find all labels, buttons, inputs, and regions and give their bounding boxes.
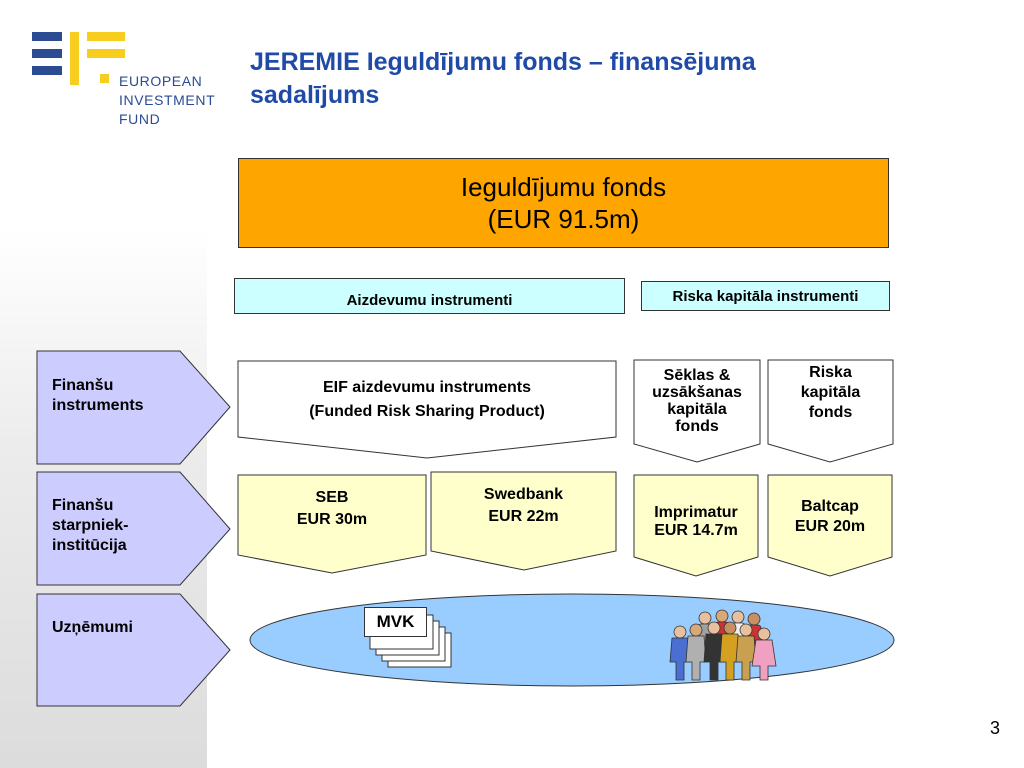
row-label-financial-instruments: Finanšu instruments xyxy=(52,376,144,416)
swedbank-text: Swedbank EUR 22m xyxy=(431,484,616,528)
row-label-enterprises: Uzņēmumi xyxy=(52,618,133,638)
seb-amount: EUR 30m xyxy=(296,511,368,528)
risk-fund-line: kapitāla xyxy=(800,384,861,401)
seb-text: SEB EUR 30m xyxy=(238,487,426,531)
people-group-icon xyxy=(669,609,777,681)
logo-text: EUROPEAN INVESTMENT FUND xyxy=(119,72,215,129)
row-label-line: instruments xyxy=(52,397,144,414)
imprimatur-shape xyxy=(633,474,759,577)
row-financial-instruments-shape xyxy=(36,350,231,465)
seed-fund-shape xyxy=(633,359,761,463)
seed-fund-line: Sēklas & xyxy=(663,367,731,384)
imprimatur-amount: EUR 14.7m xyxy=(654,522,738,539)
baltcap-amount: EUR 20m xyxy=(794,518,866,535)
seb-name: SEB xyxy=(315,489,349,506)
logo-line-2: INVESTMENT xyxy=(119,92,216,108)
eif-instrument-text: EIF aizdevumu instruments (Funded Risk S… xyxy=(238,376,616,424)
eif-logo-mark xyxy=(32,32,125,85)
baltcap-name: Baltcap xyxy=(801,498,859,515)
eif-logo xyxy=(32,32,232,142)
risk-fund-line: fonds xyxy=(808,404,853,421)
risk-fund-line: Riska xyxy=(809,364,852,381)
seed-fund-line: fonds xyxy=(675,418,719,435)
loan-instruments-label: Aizdevumu instrumenti xyxy=(346,292,513,309)
seb-shape xyxy=(237,474,427,574)
fund-name: Ieguldījumu fonds xyxy=(460,172,667,202)
risk-capital-instruments-box: Riska kapitāla instrumenti xyxy=(641,281,890,311)
page-number: 3 xyxy=(990,718,1001,738)
imprimatur-name: Imprimatur xyxy=(654,504,738,521)
mvk-label: MVK xyxy=(376,612,415,631)
swedbank-name: Swedbank xyxy=(483,486,564,503)
swedbank-shape xyxy=(430,471,617,571)
row-label-line: starpniek- xyxy=(52,517,129,534)
row-label-line: Uzņēmumi xyxy=(52,619,133,636)
eif-instrument-line: EIF aizdevumu instruments xyxy=(322,379,532,396)
row-label-line: Finanšu xyxy=(52,497,114,514)
imprimatur-text: Imprimatur EUR 14.7m xyxy=(634,504,758,540)
logo-line-1: EUROPEAN xyxy=(119,73,203,89)
seed-fund-line: kapitāla xyxy=(667,401,727,418)
risk-fund-text: Riska kapitāla fonds xyxy=(768,363,893,423)
enterprises-ellipse xyxy=(249,593,895,687)
swedbank-amount: EUR 22m xyxy=(488,508,559,525)
eif-instrument-line: (Funded Risk Sharing Product) xyxy=(309,403,545,420)
row-label-intermediaries: Finanšu starpniek- institūcija xyxy=(52,496,128,556)
fund-amount: (EUR 91.5m) xyxy=(487,204,640,234)
title-line-2: sadalījums xyxy=(250,81,380,109)
row-label-line: Finanšu xyxy=(52,377,114,394)
baltcap-shape xyxy=(767,474,893,577)
title-line-1: JEREMIE Ieguldījumu fonds – finansējuma xyxy=(250,48,756,76)
seed-fund-text: Sēklas & uzsākšanas kapitāla fonds xyxy=(634,367,760,435)
page-title: JEREMIE Ieguldījumu fonds – finansējuma … xyxy=(250,46,950,112)
mvk-label-box: MVK xyxy=(364,607,427,637)
risk-fund-shape xyxy=(767,359,894,463)
row-intermediaries-shape xyxy=(36,471,231,586)
investment-fund-box: Ieguldījumu fonds (EUR 91.5m) xyxy=(238,158,889,248)
baltcap-text: Baltcap EUR 20m xyxy=(768,497,892,537)
loan-instruments-box: Aizdevumu instrumenti xyxy=(234,278,625,314)
row-label-line: institūcija xyxy=(52,537,127,554)
logo-line-3: FUND xyxy=(119,111,161,127)
eif-instrument-shape xyxy=(237,360,617,459)
row-enterprises-shape xyxy=(36,593,231,707)
seed-fund-line: uzsākšanas xyxy=(652,384,742,401)
risk-capital-instruments-label: Riska kapitāla instrumenti xyxy=(672,288,859,305)
